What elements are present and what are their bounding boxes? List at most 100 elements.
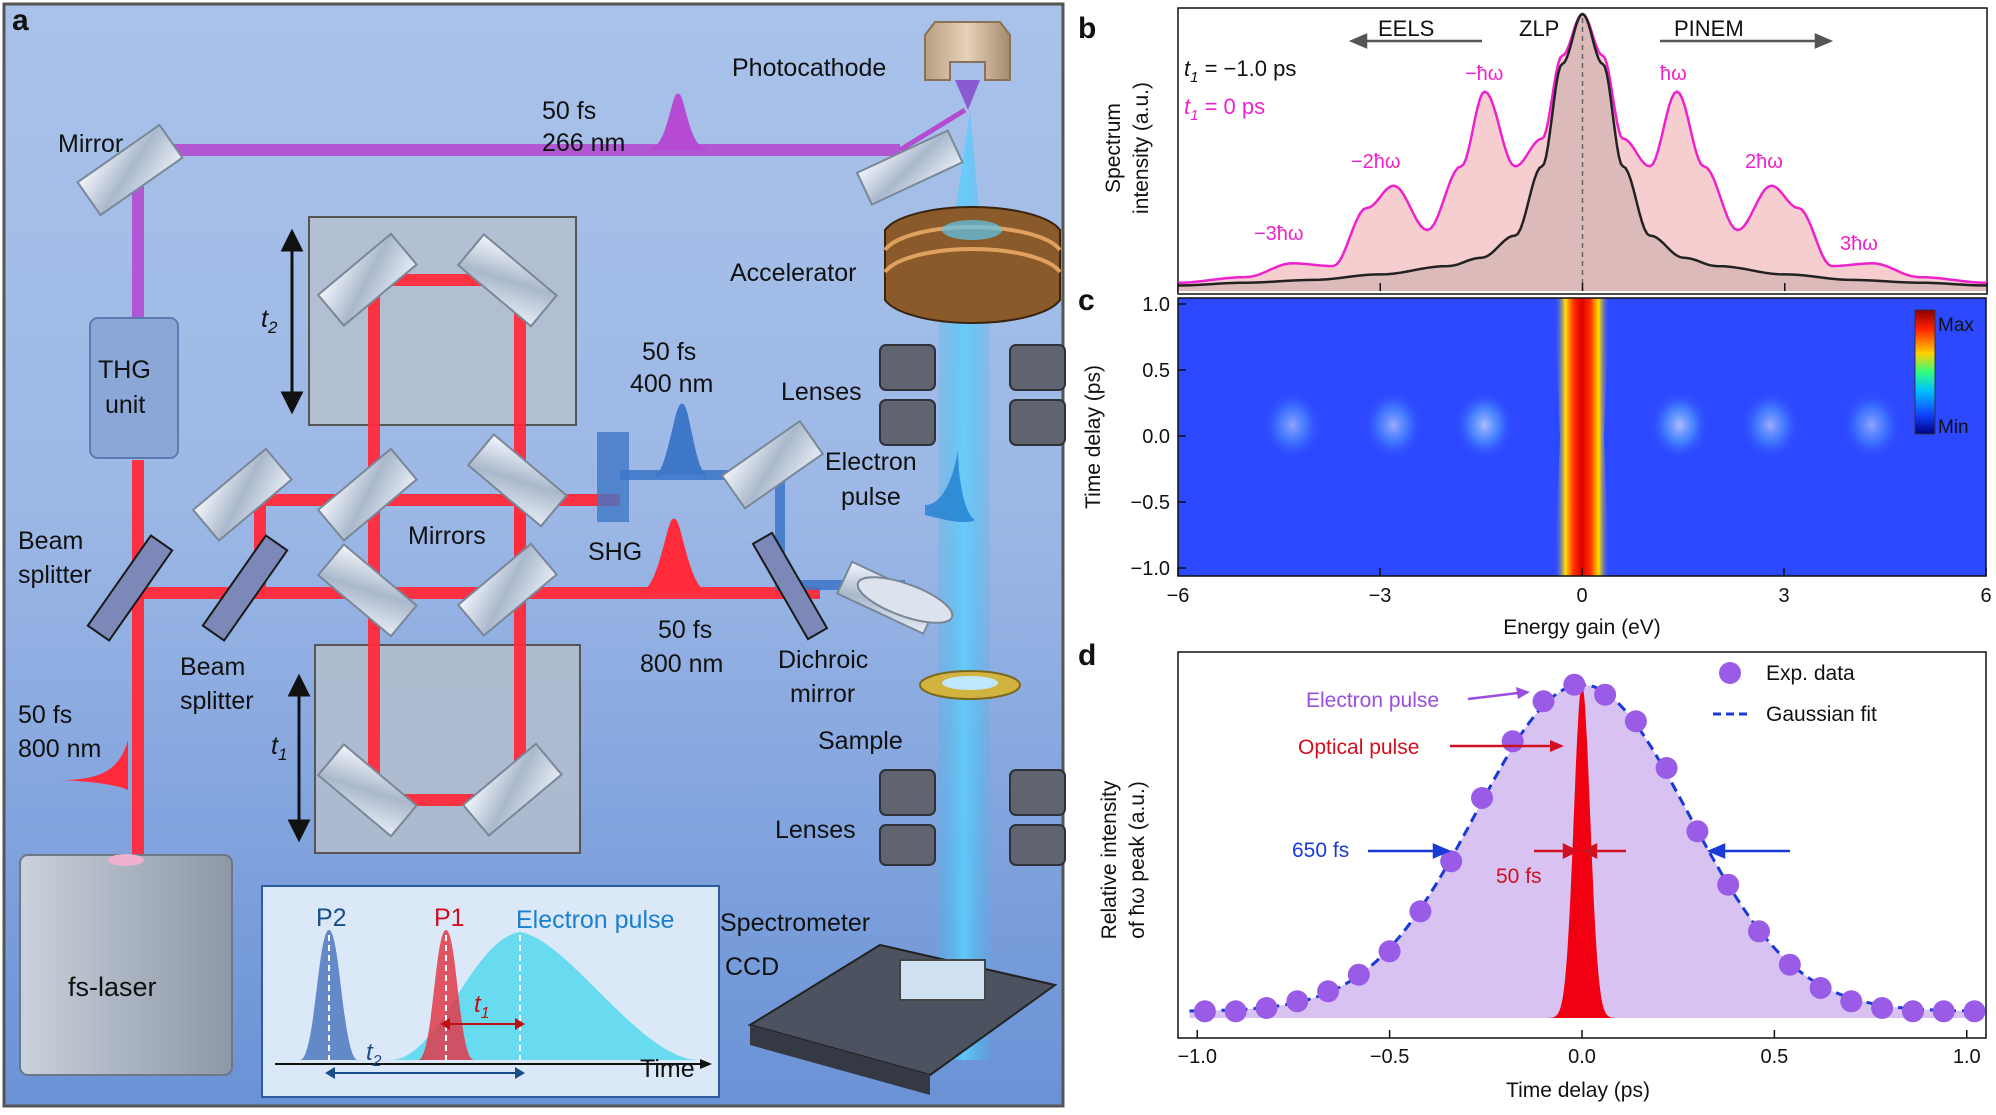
timing-inset: P2 P1 Electron pulse t1 t2 Time bbox=[261, 885, 720, 1098]
exp-data-point-19 bbox=[1778, 953, 1801, 976]
exp-data-point-8 bbox=[1440, 850, 1463, 873]
panel-a-letter: a bbox=[12, 4, 29, 37]
photocathode-shape bbox=[924, 21, 1011, 81]
panel-c-yticks: 1.00.50.0−0.5−1.0 bbox=[1131, 294, 1186, 580]
exp-data-point-11 bbox=[1532, 690, 1555, 713]
electron-beam bbox=[938, 110, 990, 1060]
panel-c-xtick-label-3: 3 bbox=[1778, 585, 1789, 607]
panel-d-letter: d bbox=[1078, 639, 1096, 672]
panel-d-xtick-label-3: 0.5 bbox=[1760, 1046, 1788, 1068]
peak-label-minus3: −3ħω bbox=[1254, 223, 1304, 245]
panel-d-optical-pulse-label: Optical pulse bbox=[1298, 736, 1419, 759]
panel-d-legend-exp: Exp. data bbox=[1766, 662, 1855, 685]
blue-pulse-shape bbox=[655, 403, 707, 477]
panel-c-colorbar-max: Max bbox=[1938, 315, 1974, 336]
sideband-blob-2 bbox=[1454, 389, 1515, 461]
label-uv-wavelength: 266 nm bbox=[542, 129, 625, 157]
spectrometer-shape bbox=[747, 943, 1058, 1095]
mirror-uv-fold bbox=[76, 123, 184, 217]
peak-label-plus1: ħω bbox=[1660, 63, 1687, 85]
label-spectrometer: Spectrometer bbox=[720, 909, 870, 937]
label-bs1-line1: Beam bbox=[18, 527, 83, 555]
peak-label-minus2: −2ħω bbox=[1351, 151, 1401, 173]
label-mirrors: Mirrors bbox=[408, 522, 486, 550]
exp-data-point-20 bbox=[1809, 977, 1832, 999]
panel-b-frame bbox=[1177, 7, 1988, 295]
inset-electron-pulse bbox=[390, 932, 700, 1060]
exp-data-point-13 bbox=[1594, 683, 1617, 706]
laser-aperture bbox=[108, 854, 144, 866]
label-thg-line1: THG bbox=[98, 356, 151, 384]
label-electron-pulse-line1: Electron bbox=[825, 448, 917, 476]
label-blue-wavelength: 400 nm bbox=[630, 370, 713, 398]
peak-label-plus2: 2ħω bbox=[1745, 151, 1783, 173]
fs-laser-box bbox=[19, 854, 233, 1076]
panel-d-ylabel-line2: of ħω peak (a.u.) bbox=[1126, 781, 1149, 939]
electron-pulse-shape bbox=[925, 450, 975, 523]
label-dichroic-line2: mirror bbox=[790, 680, 855, 708]
exp-data-point-18 bbox=[1748, 920, 1770, 943]
panel-c-ytick-label-1: 0.5 bbox=[1142, 360, 1170, 382]
mirror-t2-right bbox=[456, 233, 559, 328]
panel-c-plot bbox=[1178, 298, 1986, 576]
lenses-bottom-shape bbox=[879, 769, 1066, 866]
panel-b-plot bbox=[1177, 12, 1988, 291]
label-photocathode: Photocathode bbox=[732, 54, 886, 82]
panel-d-xtick-label-0: −1.0 bbox=[1177, 1046, 1216, 1068]
label-t2: t2 bbox=[261, 305, 278, 337]
sideband-blob-1 bbox=[1363, 389, 1424, 461]
mirror-middle-upper bbox=[316, 447, 419, 542]
label-red-wavelength: 800 nm bbox=[640, 650, 723, 678]
exp-data-point-2 bbox=[1255, 997, 1278, 1019]
sideband-blob-0 bbox=[1262, 389, 1323, 461]
panel-c-xtick-label-4: 6 bbox=[1980, 585, 1991, 607]
mirror-uv-cathode bbox=[855, 129, 964, 206]
label-lenses-top: Lenses bbox=[781, 378, 862, 406]
inset-label-time: Time bbox=[640, 1055, 695, 1083]
uv-pulse-shape bbox=[649, 93, 707, 152]
panel-c-colorbar bbox=[1914, 309, 1936, 435]
panel-d-xtick-label-1: −0.5 bbox=[1370, 1046, 1409, 1068]
panel-b-legend-black: t1 = −1.0 ps bbox=[1184, 56, 1296, 86]
red-pulse-shape bbox=[639, 518, 709, 595]
mirror-blue-fold bbox=[720, 419, 825, 510]
panel-c-xlabel: Energy gain (eV) bbox=[1503, 616, 1661, 639]
exp-data-point-12 bbox=[1563, 673, 1586, 696]
label-fs-laser: fs-laser bbox=[68, 972, 157, 1002]
panel-d-xlabel: Time delay (ps) bbox=[1506, 1079, 1650, 1102]
label-dichroic-line1: Dichroic bbox=[778, 646, 868, 674]
uv-beam-to-cathode bbox=[898, 107, 967, 153]
zlp-band bbox=[1554, 298, 1610, 576]
panel-c: c Max Min Time delay (ps) Energy gain (e… bbox=[1078, 284, 1992, 639]
panel-d-xtick-label-4: 1.0 bbox=[1953, 1046, 1981, 1068]
mirror-t1-right bbox=[461, 742, 564, 837]
exp-data-point-6 bbox=[1378, 940, 1401, 963]
exp-data-point-0 bbox=[1193, 1000, 1216, 1023]
label-bs2-line2: splitter bbox=[180, 687, 254, 715]
peak-label-minus1: −ħω bbox=[1465, 63, 1503, 85]
exp-data-point-25 bbox=[1963, 1000, 1986, 1023]
beam-splitter-1 bbox=[86, 534, 174, 642]
exp-data-point-15 bbox=[1655, 757, 1678, 779]
exp-data-point-17 bbox=[1717, 873, 1740, 896]
panel-a: a bbox=[2, 2, 1066, 1108]
panel-b-letter: b bbox=[1078, 12, 1096, 45]
panel-b-zlp: ZLP bbox=[1519, 16, 1559, 41]
panel-d-fwhm-electron-arrows bbox=[1368, 843, 1790, 859]
label-bs1-line2: splitter bbox=[18, 561, 92, 589]
sideband-blob-4 bbox=[1649, 389, 1710, 461]
laser-pulse-shape bbox=[62, 740, 128, 790]
panel-c-ytick-label-3: −0.5 bbox=[1131, 492, 1170, 514]
panel-b-legend-pink: t1 = 0 ps bbox=[1184, 94, 1265, 124]
exp-data-point-5 bbox=[1347, 963, 1370, 986]
beam-splitter-2 bbox=[201, 534, 289, 642]
panel-b-direction-arrows bbox=[1348, 33, 1834, 49]
label-laser-wavelength: 800 nm bbox=[18, 735, 101, 763]
dichroic-mirror bbox=[751, 531, 829, 641]
exp-data-point-21 bbox=[1840, 990, 1863, 1013]
inset-label-t2: t2 bbox=[366, 1039, 382, 1070]
